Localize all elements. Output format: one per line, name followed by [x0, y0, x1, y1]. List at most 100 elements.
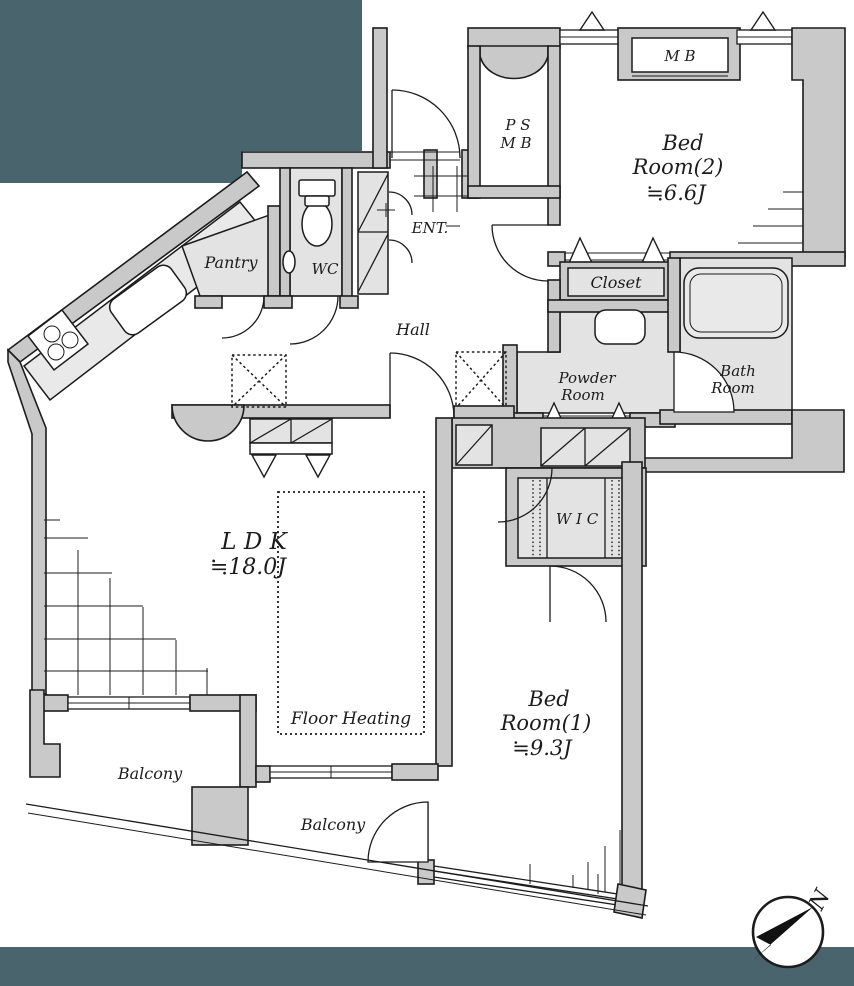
hall-south-wall-east	[453, 405, 515, 420]
ldk-south-wall2	[255, 765, 271, 783]
entrance-area	[357, 27, 479, 295]
compass-needle-icon	[753, 907, 813, 960]
mask-top-left-step	[0, 151, 242, 183]
ps-arc-wall	[479, 45, 549, 80]
balcony-outer-edge	[25, 803, 649, 907]
kitchen-sink-icon	[108, 264, 188, 336]
bath-door-arc	[673, 351, 735, 413]
wc-west-wall	[279, 167, 291, 297]
ldk-door-arc	[389, 352, 455, 418]
label-ldk-line2: ≒18.0J	[210, 555, 287, 580]
balcony-west-wall	[29, 689, 61, 778]
burner-icon	[47, 343, 65, 361]
pantry-door-arc	[221, 295, 265, 339]
bathtub-icon	[683, 267, 789, 339]
shoe-cabinet	[357, 171, 389, 295]
mb-box	[631, 37, 729, 73]
closet-area	[559, 236, 673, 303]
fridge-space-box	[231, 354, 287, 408]
label-wc: WC	[312, 260, 339, 278]
window-end-block	[613, 883, 647, 919]
bifold-triangle-icon	[567, 236, 594, 264]
label-bath-line2: Room	[710, 379, 755, 397]
room-labels: M B P S M B Bed Room(2) ≒6.6J ENT. Pantr…	[117, 47, 756, 834]
label-ldk-line1: L D K	[220, 529, 288, 555]
counter-edge	[249, 442, 333, 455]
top-wall-assembly	[467, 10, 846, 259]
label-floor-heating: Floor Heating	[290, 709, 411, 729]
ps-top-wall	[467, 27, 561, 49]
label-bath-line1: Bath	[719, 362, 756, 380]
south-wall-seg	[339, 295, 359, 309]
fold-triangle-icon	[304, 454, 332, 479]
cabinet-door-arc	[388, 239, 413, 264]
storage-diagonal	[584, 427, 631, 467]
balcony-area	[25, 689, 649, 916]
shoe-cabinet-diagonal	[357, 233, 389, 293]
ent-jamb	[423, 149, 438, 199]
compass-circle	[751, 895, 825, 969]
front-door-arc	[391, 89, 461, 159]
burner-icon	[61, 331, 79, 349]
balcony-outer-edge2	[27, 812, 647, 916]
label-powder-line1: Powder	[557, 369, 616, 387]
storage-diagonal	[540, 427, 586, 467]
label-bedroom1-line1: Bed	[527, 687, 569, 711]
label-bedroom1-line2: Room(1)	[500, 711, 592, 735]
balcony-divider-wall	[239, 694, 257, 788]
powder-sink-icon	[594, 309, 646, 345]
label-closet: Closet	[590, 273, 642, 292]
fridge-x	[231, 354, 287, 408]
closet-inner	[567, 267, 665, 297]
bifold-triangle-icon	[640, 236, 667, 264]
pantry-east-wall	[267, 205, 281, 297]
washer-x	[455, 351, 507, 409]
compass: N	[751, 885, 836, 969]
b1-west-wall	[435, 417, 453, 767]
powder-west-wall	[502, 344, 518, 416]
label-pantry: Pantry	[203, 253, 258, 272]
label-bedroom2-line2: Room(2)	[632, 155, 724, 179]
label-wic: W I C	[556, 510, 599, 528]
vent-triangle-icon	[749, 10, 777, 31]
wic-area	[451, 417, 647, 623]
pantry-wc-block	[181, 151, 391, 345]
bathtub-inner	[689, 273, 783, 333]
storage-diagonal	[249, 418, 292, 444]
vent-triangle-icon	[578, 10, 606, 31]
entry-wall-stub	[372, 27, 388, 169]
label-bedroom2-line1: Bed	[661, 131, 703, 155]
hall-ldk-divider	[171, 352, 515, 479]
label-ps-line2: M B	[499, 134, 531, 152]
powder-bath-area	[455, 257, 845, 473]
label-bedroom1-line3: ≒9.3J	[512, 736, 573, 760]
wic-floor	[517, 477, 635, 559]
label-balcony-left: Balcony	[117, 764, 183, 783]
wc-hand-sink-icon	[282, 250, 296, 274]
ps-east-wall	[547, 45, 561, 226]
b1-door-arc	[497, 467, 553, 523]
floor-heating-zone	[277, 491, 425, 735]
corridor-east-wall	[547, 279, 561, 353]
balcony-door-arc	[367, 801, 429, 863]
mask-top-left	[0, 0, 362, 151]
wic-door-arc	[549, 565, 607, 623]
wc-east-wall	[341, 167, 353, 299]
cabinet-door-arc	[388, 191, 413, 216]
wc-door-arc	[289, 295, 339, 345]
b2-door-arc	[491, 224, 549, 282]
slanted-window	[433, 865, 645, 899]
label-mb: M B	[663, 47, 695, 65]
bedroom1-area	[367, 417, 647, 919]
window-end-cap	[417, 859, 435, 885]
south-wall-seg	[263, 295, 293, 309]
label-powder-line2: Room	[560, 386, 605, 404]
label-ent: ENT.	[411, 219, 449, 237]
northeast-column	[791, 27, 846, 259]
b1-east-wall	[621, 461, 643, 903]
slanted-window	[433, 876, 645, 910]
burner-icon	[43, 325, 61, 343]
west-wall	[7, 348, 47, 695]
shoe-cabinet-diagonal	[357, 173, 389, 233]
